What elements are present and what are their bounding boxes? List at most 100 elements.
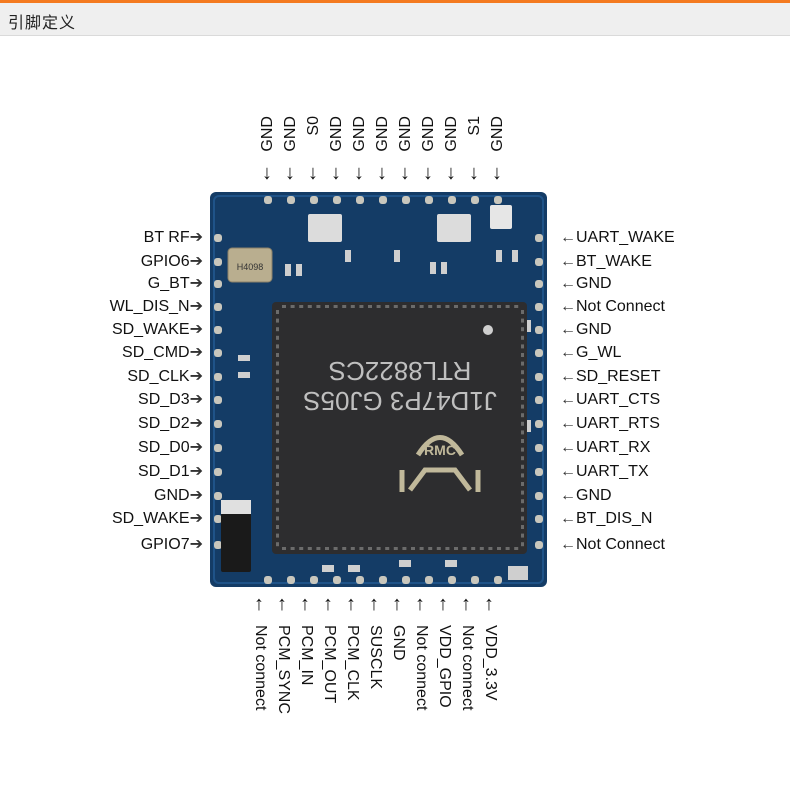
chip-edge-pad (521, 533, 524, 538)
arrow-right-icon: ➔ (189, 321, 203, 338)
chip-edge-pad (307, 547, 312, 550)
bottom-pin-label: PCM_CLK (344, 625, 361, 701)
chip-edge-pad (276, 318, 279, 323)
arrow-down-icon: ↓ (377, 162, 387, 184)
right-pin-name: UART_WAKE (576, 229, 675, 246)
right-pin-label: ← SD_RESET (560, 368, 660, 386)
bottom-pin-label: PCM_OUT (321, 625, 338, 704)
chip-edge-pad (471, 547, 476, 550)
left-pin-name: SD_CMD (122, 344, 190, 361)
arrow-left-icon: ← (560, 510, 576, 527)
castellated-pad (471, 576, 479, 584)
chip-edge-pad (276, 499, 279, 504)
castellated-pad (356, 196, 364, 204)
chip-edge-pad (428, 305, 433, 308)
chip-edge-pad (393, 305, 398, 308)
right-pin-label: ← GND (560, 275, 612, 293)
chip-edge-pad (479, 305, 484, 308)
arrow-right-icon: ➔ (189, 275, 203, 292)
left-pin-label: GPIO6 ➔ (141, 253, 203, 271)
chip-edge-pad (276, 310, 279, 314)
chip-edge-pad (521, 387, 524, 392)
chip-edge-pad (462, 305, 467, 308)
chip-edge-pad (521, 404, 524, 409)
arrow-up-icon: ↑ (323, 593, 333, 615)
chip-edge-pad (521, 413, 524, 418)
chip-edge-pad (454, 305, 458, 308)
castellated-pad (535, 541, 543, 549)
arrow-up-icon: ↑ (254, 593, 264, 615)
chip-edge-pad (402, 305, 407, 308)
arrow-down-icon: ↓ (423, 162, 433, 184)
chip-edge-pad (505, 547, 510, 550)
castellated-pad (535, 468, 543, 476)
chip-edge-pad (282, 547, 286, 550)
top-component-3 (490, 205, 512, 229)
arrow-left-icon: ← (560, 321, 576, 338)
chip-edge-pad (488, 305, 493, 308)
chip-edge-pad (411, 305, 415, 308)
castellated-pad (214, 349, 222, 357)
castellated-pad (214, 326, 222, 334)
arrow-right-icon: ➔ (189, 298, 203, 315)
chip-edge-pad (488, 547, 493, 550)
left-pin-label: WL_DIS_N ➔ (110, 298, 203, 316)
chip-edge-pad (299, 547, 304, 550)
chip-edge-pad (454, 547, 458, 550)
chip-edge-pad (521, 353, 524, 357)
castellated-pad (214, 280, 222, 288)
chip-edge-pad (376, 305, 381, 308)
castellated-pad (535, 515, 543, 523)
chip-edge-pad (276, 507, 279, 512)
arrow-right-icon: ➔ (189, 439, 203, 456)
arrow-left-icon: ← (560, 298, 576, 315)
right-pin-label: ← GND (560, 487, 612, 505)
arrow-down-icon: ↓ (492, 162, 502, 184)
right-pin-label: ← BT_DIS_N (560, 510, 652, 528)
castellated-pad (425, 196, 433, 204)
right-pin-label: ← BT_WAKE (560, 253, 652, 271)
left-pin-label: SD_WAKE ➔ (112, 510, 203, 528)
left-pin-name: SD_D1 (138, 463, 190, 480)
castellated-pad (264, 196, 272, 204)
chip-edge-pad (521, 482, 524, 486)
chip-edge-pad (521, 447, 524, 452)
castellated-pad (214, 541, 222, 549)
top-pin-label: GND (282, 116, 299, 152)
left-pin-label: SD_D1 ➔ (138, 463, 203, 481)
arrow-up-icon: ↑ (438, 593, 448, 615)
chip-edge-pad (276, 335, 279, 340)
castellated-pad (214, 396, 222, 404)
chip-edge-pad (333, 547, 338, 550)
arrow-left-icon: ← (560, 391, 576, 408)
castellated-pad (425, 576, 433, 584)
castellated-pad (535, 258, 543, 266)
right-pin-name: BT_DIS_N (576, 510, 653, 527)
chip-edge-pad (276, 387, 279, 392)
chip-edge-pad (497, 547, 501, 550)
chip-edge-pad (471, 305, 476, 308)
right-pin-label: ← UART_RX (560, 439, 650, 457)
left-pin-name: GND (154, 487, 190, 504)
chip-edge-pad (325, 305, 329, 308)
castellated-pad (214, 258, 222, 266)
bottom-pin-label: Not connect (252, 625, 269, 711)
arrow-down-icon: ↓ (262, 162, 272, 184)
chip-edge-pad (445, 547, 450, 550)
arrow-right-icon: ➔ (189, 368, 203, 385)
left-pin-name: SD_D0 (138, 439, 190, 456)
arrow-right-icon: ➔ (189, 253, 203, 270)
chip-edge-pad (276, 464, 279, 469)
right-pin-label: ← G_WL (560, 344, 621, 362)
castellated-pad (214, 444, 222, 452)
top-pin-label: S0 (305, 116, 322, 136)
left-pin-name: SD_D3 (138, 391, 190, 408)
right-pin-name: Not Connect (576, 298, 665, 315)
chip-edge-pad (276, 533, 279, 538)
chip-edge-pad (276, 482, 279, 486)
chip-edge-pad (479, 547, 484, 550)
castellated-pad (264, 576, 272, 584)
castellated-pad (214, 373, 222, 381)
castellated-pad (214, 468, 222, 476)
rmc-logo (399, 435, 481, 492)
